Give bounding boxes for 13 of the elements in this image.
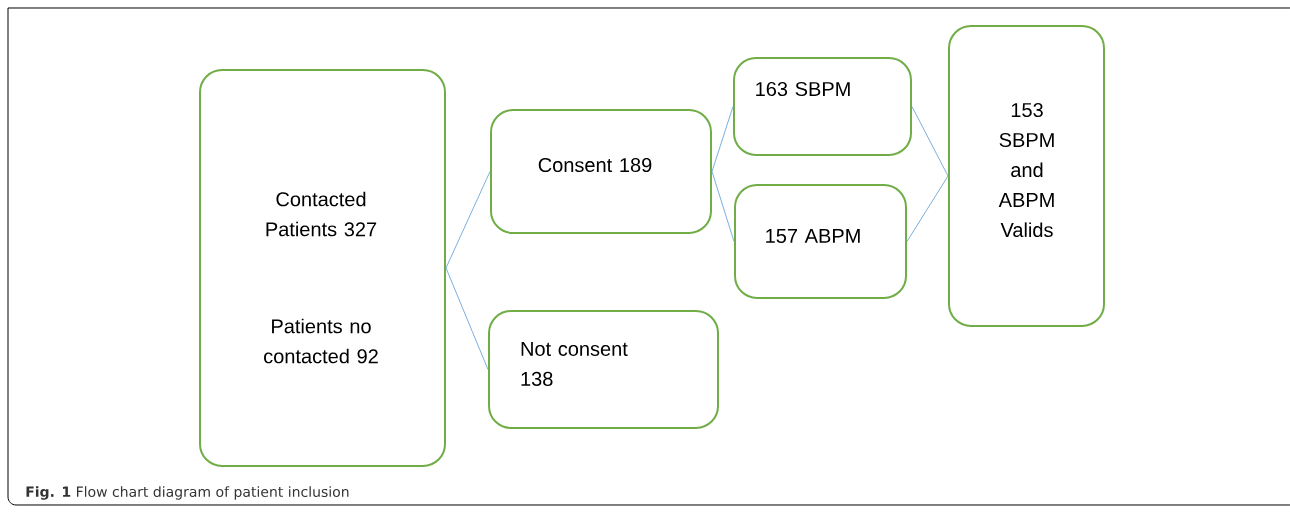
process-box: Consent 189: [490, 109, 712, 234]
process-box: Not consent 138: [488, 310, 719, 429]
connector-line: [711, 171, 735, 242]
process-box: 153 SBPM and ABPM Valids: [948, 25, 1105, 327]
connector-line: [906, 175, 949, 242]
process-box: 163 SBPM: [733, 57, 912, 156]
process-box: 157 ABPM: [734, 184, 907, 299]
process-box: Contacted Patients 327 Patients no contacted 92: [199, 69, 446, 467]
connector-line: [711, 106, 734, 172]
connector-line: [445, 267, 489, 370]
figure-caption: Fig. 1 Flow chart diagram of patient inclusion: [26, 486, 349, 500]
connector-line: [911, 106, 949, 177]
connector-line: [445, 171, 491, 269]
